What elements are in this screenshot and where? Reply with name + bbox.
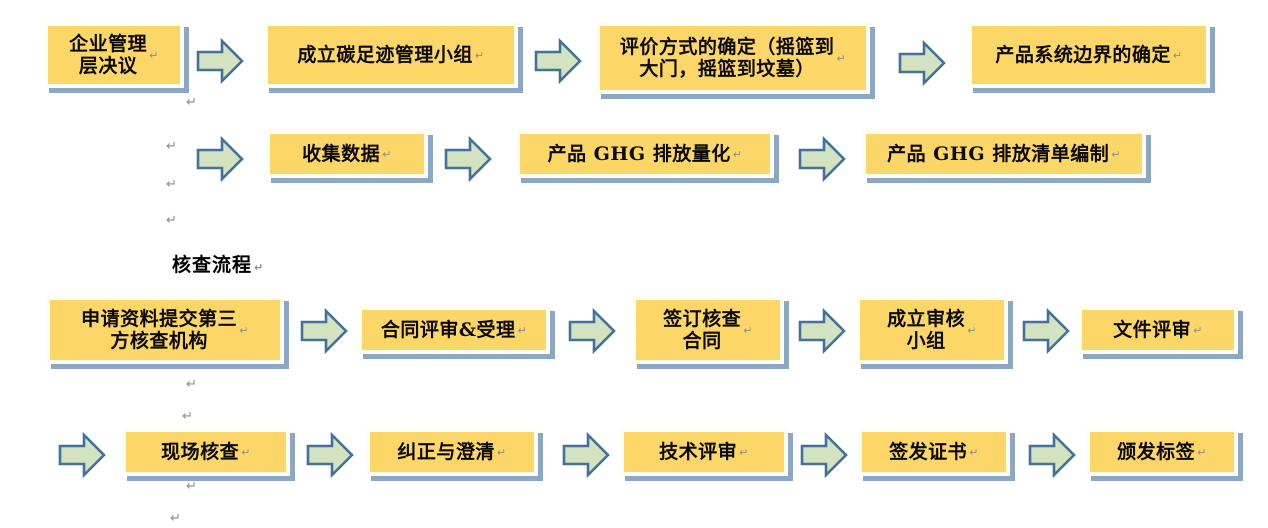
flow-box-label: 现场核查: [161, 440, 240, 463]
arrow-2-2: [798, 136, 846, 182]
flow-box-submit-application[interactable]: 申请资料提交第三 方核查机构↵: [46, 296, 284, 364]
block-arrow-icon: [306, 432, 354, 478]
flow-box-label: 签订核查 合同: [663, 307, 742, 352]
flow-box-onsite-verification[interactable]: 现场核查↵: [122, 428, 290, 476]
return-mark-icon: ↵: [186, 95, 197, 110]
return-mark-icon: ↵: [967, 323, 977, 337]
arrow-2-0: [196, 136, 244, 182]
arrow-4-0: [58, 432, 106, 478]
flow-box-document-review[interactable]: 文件评审↵: [1078, 306, 1238, 354]
return-mark-icon: ↵: [170, 511, 181, 526]
flow-box-label: 文件评审: [1113, 318, 1192, 341]
flow-box-label: 技术评审: [659, 440, 738, 463]
flow-box-collect-data[interactable]: 收集数据↵: [266, 130, 428, 178]
return-mark-icon: ↵: [149, 48, 159, 62]
flow-box-issue-label[interactable]: 颁发标签↵: [1086, 428, 1238, 476]
flow-box-label: 收集数据: [302, 142, 381, 165]
block-arrow-icon: [798, 136, 846, 182]
section-heading-text: 核查流程: [172, 254, 253, 276]
block-arrow-icon: [196, 38, 244, 84]
flow-box-label: 纠正与澄清: [397, 440, 495, 463]
return-mark-icon: ↵: [254, 261, 265, 274]
block-arrow-icon: [300, 308, 348, 354]
arrow-4-4: [1028, 432, 1076, 478]
flow-box-label: 评价方式的确定（摇篮到 大门，摇篮到坟墓）: [619, 35, 835, 80]
block-arrow-icon: [562, 432, 610, 478]
return-mark-icon: ↵: [382, 147, 392, 161]
flow-box-sign-contract[interactable]: 签订核查 合同↵: [632, 296, 784, 364]
arrow-1-1: [196, 38, 244, 84]
arrow-1-3: [898, 40, 946, 86]
flow-box-label: 合同评审&受理: [380, 318, 516, 341]
arrow-2-1: [444, 136, 492, 182]
arrow-1-2: [534, 38, 582, 84]
section-heading-verification: 核查流程↵: [172, 250, 264, 277]
return-mark-icon: ↵: [166, 139, 177, 154]
block-arrow-icon: [1028, 432, 1076, 478]
arrow-3-1: [300, 308, 348, 354]
flow-box-technical-review[interactable]: 技术评审↵: [620, 428, 788, 476]
return-mark-icon: ↵: [1111, 147, 1121, 161]
block-arrow-icon: [798, 308, 846, 354]
return-mark-icon: ↵: [836, 51, 847, 65]
return-mark-icon: ↵: [1193, 323, 1203, 337]
block-arrow-icon: [800, 432, 848, 478]
flow-box-issue-certificate[interactable]: 签发证书↵: [858, 428, 1010, 476]
flow-box-establish-audit-team[interactable]: 成立审核 小组↵: [856, 296, 1008, 364]
return-mark-icon: ↵: [969, 445, 979, 459]
return-mark-icon: ↵: [517, 323, 528, 337]
return-mark-icon: ↵: [739, 445, 749, 459]
flow-box-ghg-inventory[interactable]: 产品 GHG 排放清单编制↵: [862, 130, 1146, 178]
flow-box-label: 颁发标签: [1117, 440, 1196, 463]
return-mark-icon: ↵: [239, 323, 249, 337]
flow-box-evaluation-method[interactable]: 评价方式的确定（摇篮到 大门，摇篮到坟墓）↵: [596, 22, 870, 94]
return-mark-icon: ↵: [732, 147, 743, 161]
flow-box-label: 企业管理 层决议: [69, 32, 148, 77]
block-arrow-icon: [1022, 308, 1070, 354]
flow-box-label: 申请资料提交第三 方核查机构: [81, 307, 238, 352]
return-mark-icon: ↵: [186, 479, 197, 494]
flow-box-label: 成立审核 小组: [887, 307, 966, 352]
arrow-4-2: [562, 432, 610, 478]
arrow-3-2: [568, 308, 616, 354]
return-mark-icon: ↵: [743, 323, 753, 337]
arrow-3-4: [1022, 308, 1070, 354]
flow-box-enterprise-decision[interactable]: 企业管理 层决议↵: [44, 22, 184, 88]
flow-box-contract-review[interactable]: 合同评审&受理↵: [358, 306, 550, 354]
return-mark-icon: ↵: [166, 213, 177, 228]
flow-box-label: 签发证书: [889, 440, 968, 463]
arrow-4-1: [306, 432, 354, 478]
block-arrow-icon: [58, 432, 106, 478]
return-mark-icon: ↵: [1172, 48, 1183, 62]
return-mark-icon: ↵: [186, 377, 197, 392]
arrow-4-3: [800, 432, 848, 478]
return-mark-icon: ↵: [166, 177, 177, 192]
flow-box-establish-cf-team[interactable]: 成立碳足迹管理小组↵: [264, 22, 518, 88]
flow-box-product-system-boundary[interactable]: 产品系统边界的确定↵: [968, 22, 1210, 88]
flow-box-correction-clarification[interactable]: 纠正与澄清↵: [366, 428, 538, 476]
arrow-3-3: [798, 308, 846, 354]
return-mark-icon: ↵: [496, 445, 507, 459]
return-mark-icon: ↵: [1197, 445, 1207, 459]
block-arrow-icon: [898, 40, 946, 86]
flow-box-label: 产品系统边界的确定: [995, 43, 1171, 66]
flow-box-ghg-quantification[interactable]: 产品 GHG 排放量化↵: [516, 130, 774, 178]
flow-box-label: 产品 GHG 排放量化: [547, 142, 731, 165]
block-arrow-icon: [444, 136, 492, 182]
flow-box-label: 成立碳足迹管理小组: [297, 43, 473, 66]
block-arrow-icon: [568, 308, 616, 354]
return-mark-icon: ↵: [182, 409, 193, 424]
block-arrow-icon: [534, 38, 582, 84]
flow-box-label: 产品 GHG 排放清单编制: [887, 142, 1110, 165]
return-mark-icon: ↵: [241, 445, 251, 459]
block-arrow-icon: [196, 136, 244, 182]
return-mark-icon: ↵: [474, 48, 485, 62]
